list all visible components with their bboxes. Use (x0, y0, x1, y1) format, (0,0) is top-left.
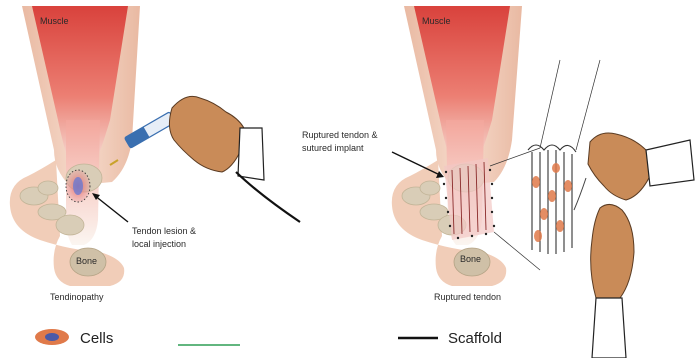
left-hand-icon (169, 96, 300, 222)
scaffold-closeup (528, 145, 576, 254)
left-lesion-label-line2: local injection (132, 239, 186, 249)
left-panel: Muscle Tendon lesion & local injection B… (10, 6, 300, 302)
right-implant-label-line1: Ruptured tendon & (302, 130, 378, 140)
right-hand-lower-icon (591, 204, 634, 358)
left-lesion-arrow (94, 195, 128, 222)
right-bone-label: Bone (460, 254, 481, 264)
left-lesion-label-line1: Tendon lesion & (132, 226, 196, 236)
cells-legend-label: Cells (80, 330, 113, 347)
right-hand-upper-icon (574, 133, 694, 210)
right-caption: Ruptured tendon (434, 292, 501, 302)
cells-icon (35, 329, 69, 345)
left-bone-label: Bone (76, 256, 97, 266)
left-lesion-cells (73, 177, 83, 195)
right-implant-label-line2: sutured implant (302, 143, 364, 153)
right-panel: Muscle Ruptured tendon & sutured implant… (302, 6, 694, 358)
left-muscle-label: Muscle (40, 16, 69, 26)
legend: Cells Scaffold (35, 329, 502, 347)
right-muscle-label: Muscle (422, 16, 451, 26)
left-caption: Tendinopathy (50, 292, 104, 302)
scaffold-legend-label: Scaffold (448, 330, 502, 347)
